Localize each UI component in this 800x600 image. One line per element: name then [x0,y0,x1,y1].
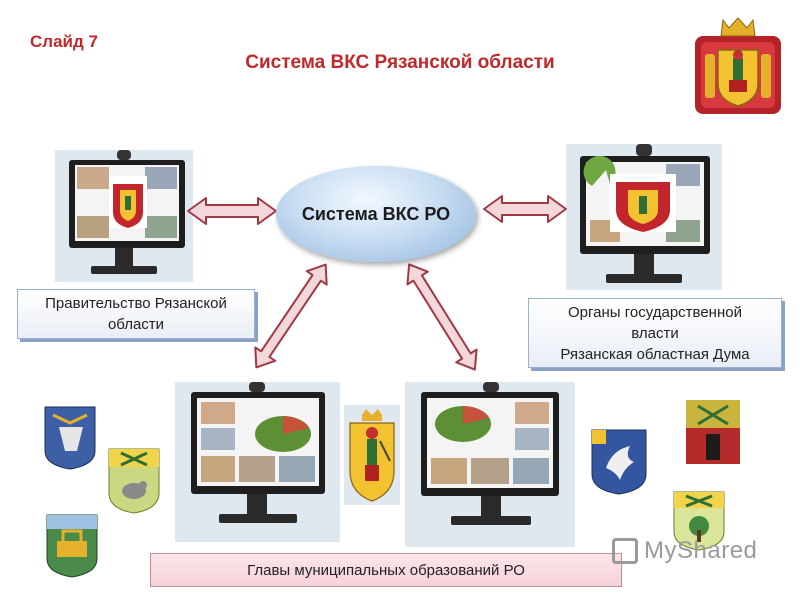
municipal-coat-of-arms-icon [591,429,647,495]
duma-label-box: Органы государственной власти Рязанская … [528,298,782,368]
double-arrow-icon [187,197,277,225]
municipal-coat-of-arms-icon [44,406,96,470]
watermark-text: MyShared [644,537,758,564]
watermark: MyShared [612,537,757,565]
hub-label: Система ВКС РО [301,203,451,224]
municipal-label-bar: Главы муниципальных образований РО [150,553,622,587]
government-label-line2: области [107,316,165,333]
duma-label-line3: Рязанская областная Дума [560,345,750,363]
duma-label-line2: власти [631,324,679,342]
double-arrow-icon [254,263,328,369]
municipal-coat-of-arms-icon [673,491,725,551]
double-arrow-icon [483,195,567,223]
duma-monitor [566,144,722,290]
page-title: Система ВКС Рязанской области [245,52,555,73]
duma-label-line1: Органы государственной [568,303,742,321]
coat-of-arms-icon [344,405,400,505]
municipal-coat-of-arms-icon [108,448,160,514]
municipal-coat-of-arms-icon [46,514,98,578]
coat-of-arms-icon [695,17,781,114]
government-label-line1: Правительство Рязанской [45,295,227,312]
slide-number: Слайд 7 [30,32,98,51]
municipal-monitor-right [405,382,575,547]
municipal-coat-of-arms-icon [686,400,740,464]
government-label-box: Правительство Рязанской области [17,289,255,339]
municipal-monitor-left [175,382,340,542]
government-monitor [55,150,193,282]
hub-node: Система ВКС РО [276,166,476,262]
double-arrow-icon [406,263,478,371]
municipal-label: Главы муниципальных образований РО [247,561,525,579]
watermark-logo-icon [612,538,638,564]
